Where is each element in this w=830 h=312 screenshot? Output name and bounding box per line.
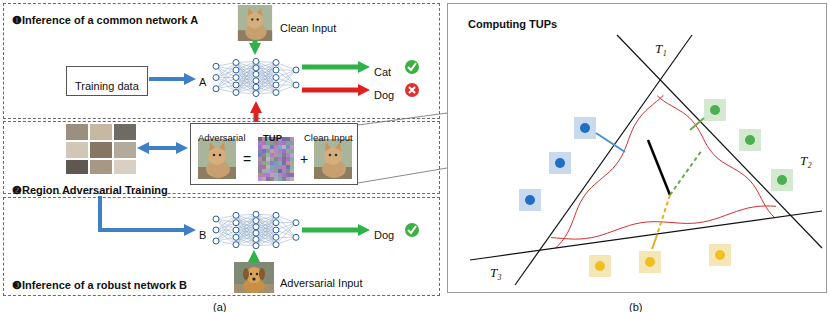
label: A <box>199 76 206 88</box>
text-slot: Clean Input <box>304 126 353 145</box>
text-slot: Computing TUPs <box>468 13 557 32</box>
label: Clean Input <box>280 22 336 34</box>
label-slot: Dog <box>374 84 394 103</box>
label: B <box>199 229 206 241</box>
panel: ❷Region Adversarial Training Adversarial T… <box>3 121 440 194</box>
label: (b) <box>629 301 642 312</box>
label: Cat <box>374 66 391 78</box>
data-box: Training data <box>66 66 148 96</box>
panel-text: ❸Inference of a robust network B <box>12 279 187 291</box>
tup-box-text: Clean Input <box>304 132 353 143</box>
tup-box-text: Adversarial <box>198 132 246 143</box>
label: Dog <box>374 229 394 241</box>
label: (a) <box>213 301 226 312</box>
label-slot: + <box>300 149 308 168</box>
label-slot: T₁ <box>655 38 667 57</box>
label: Adversarial Input <box>280 277 363 289</box>
label-slot: (b) <box>629 296 642 312</box>
text-slot: ❸Inference of a robust network B <box>12 274 187 293</box>
text-slot: Training data <box>75 75 139 94</box>
label-slot: = <box>243 149 251 168</box>
zoom-connector <box>358 113 447 183</box>
region-label: T₂ <box>800 153 812 168</box>
tup-box: Adversarial TUP Clean Input <box>190 123 358 185</box>
label-slot: T₃ <box>490 262 502 281</box>
data-box-text: Training data <box>75 80 139 92</box>
tup-box-text: TUP <box>263 132 282 143</box>
label-slot: T₂ <box>800 150 812 169</box>
panel: ❸Inference of a robust network B <box>3 197 440 296</box>
label-slot: A <box>199 71 206 90</box>
label: + <box>300 151 308 167</box>
panel: ❶Inference of a common network A Training… <box>3 3 440 119</box>
label-slot: Adversarial Input <box>280 272 363 291</box>
panel-text: ❷Region Adversarial Training <box>12 184 168 196</box>
text-slot: ❶Inference of a common network A <box>12 9 198 28</box>
text-slot: TUP <box>263 126 282 145</box>
label-slot: B <box>199 224 206 243</box>
label-slot: Dog <box>374 224 394 243</box>
label: = <box>243 151 251 167</box>
panel-text: Computing TUPs <box>468 18 557 30</box>
region-label: T₃ <box>490 265 502 280</box>
region-label: T₁ <box>655 41 667 56</box>
text-slot: Adversarial <box>198 126 246 145</box>
panel-text: ❶Inference of a common network A <box>12 14 198 26</box>
label: Dog <box>374 89 394 101</box>
label-slot: (a) <box>213 296 226 312</box>
panel: Computing TUPs <box>447 3 827 293</box>
label-slot: Cat <box>374 61 391 80</box>
text-slot: ❷Region Adversarial Training <box>12 179 168 198</box>
label-slot: Clean Input <box>280 17 336 36</box>
